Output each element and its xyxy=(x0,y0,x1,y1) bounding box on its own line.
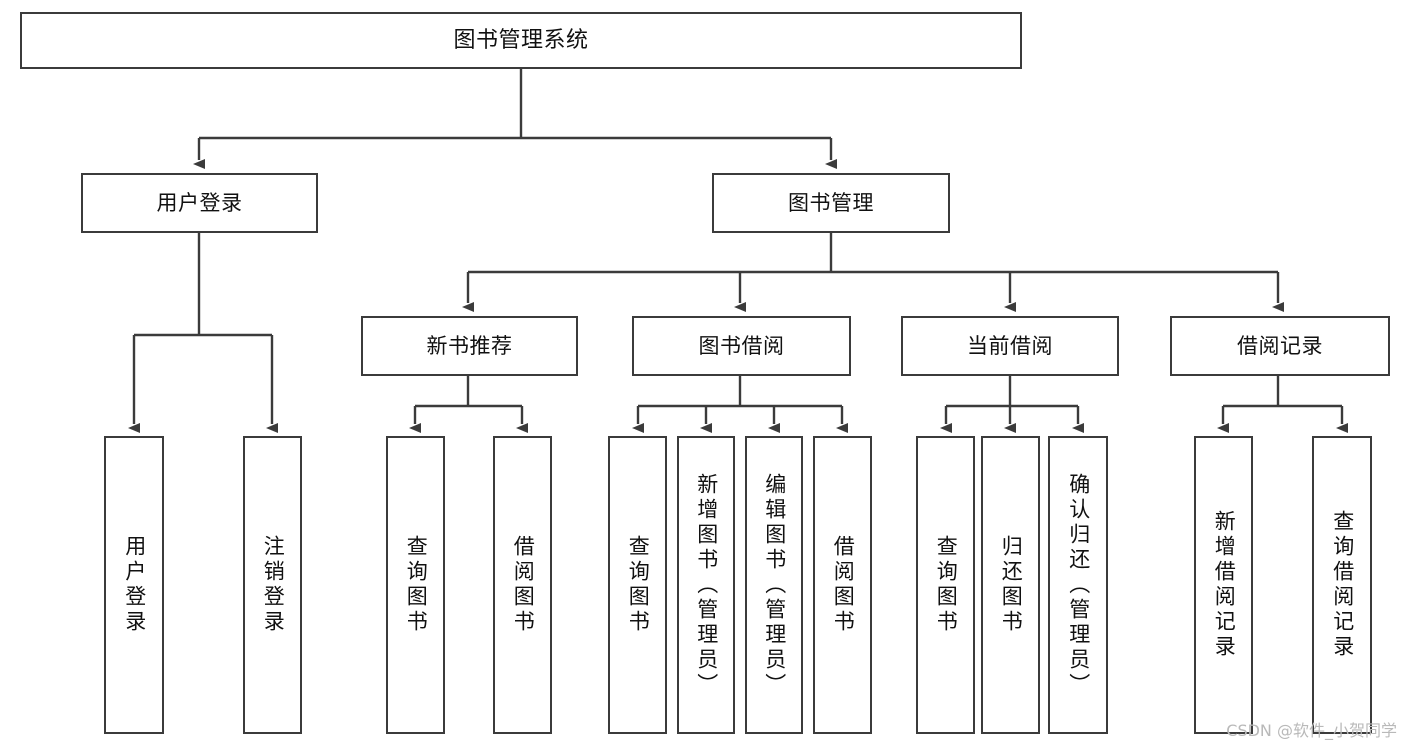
node-label: 新增图书（管理员） xyxy=(694,472,719,698)
leaf-book-borrow-edit[interactable]: 编辑图书（管理员） xyxy=(745,436,803,734)
node-label: 归还图书 xyxy=(999,535,1024,635)
node-user-login[interactable]: 用户登录 xyxy=(81,173,318,233)
node-label: 借阅记录 xyxy=(1237,333,1323,358)
node-label: 图书管理 xyxy=(788,190,874,215)
node-label: 图书借阅 xyxy=(698,333,785,358)
node-label: 注销登录 xyxy=(261,535,286,635)
leaf-user-login-logout[interactable]: 注销登录 xyxy=(243,436,302,734)
node-label: 借阅图书 xyxy=(831,535,856,635)
leaf-book-borrow-borrow[interactable]: 借阅图书 xyxy=(813,436,872,734)
node-label: 当前借阅 xyxy=(967,333,1053,358)
node-label: 查询图书 xyxy=(404,535,429,635)
leaf-borrow-record-add[interactable]: 新增借阅记录 xyxy=(1194,436,1253,734)
csdn-watermark: CSDN @软件_小贺同学 xyxy=(1226,721,1397,740)
node-borrow-record[interactable]: 借阅记录 xyxy=(1170,316,1390,376)
leaf-book-borrow-add[interactable]: 新增图书（管理员） xyxy=(677,436,735,734)
node-new-book-recommend[interactable]: 新书推荐 xyxy=(361,316,578,376)
leaf-current-borrow-search[interactable]: 查询图书 xyxy=(916,436,975,734)
leaf-current-borrow-confirm-return[interactable]: 确认归还（管理员） xyxy=(1048,436,1108,734)
leaf-book-borrow-search[interactable]: 查询图书 xyxy=(608,436,667,734)
node-label: 新书推荐 xyxy=(426,333,513,358)
node-label: 用户登录 xyxy=(156,190,243,215)
node-label: 查询图书 xyxy=(626,535,651,635)
node-book-borrow[interactable]: 图书借阅 xyxy=(632,316,851,376)
node-label: 图书管理系统 xyxy=(453,27,589,53)
node-label: 确认归还（管理员） xyxy=(1066,472,1091,698)
leaf-user-login-login[interactable]: 用户登录 xyxy=(104,436,164,734)
leaf-current-borrow-return[interactable]: 归还图书 xyxy=(981,436,1040,734)
node-label: 用户登录 xyxy=(122,535,147,635)
node-label: 新增借阅记录 xyxy=(1212,510,1237,660)
node-label: 查询图书 xyxy=(934,535,959,635)
node-label: 查询借阅记录 xyxy=(1330,510,1355,660)
leaf-new-book-borrow[interactable]: 借阅图书 xyxy=(493,436,552,734)
leaf-borrow-record-search[interactable]: 查询借阅记录 xyxy=(1312,436,1372,734)
node-root-system[interactable]: 图书管理系统 xyxy=(20,12,1022,69)
node-current-borrow[interactable]: 当前借阅 xyxy=(901,316,1119,376)
node-label: 编辑图书（管理员） xyxy=(762,472,787,698)
leaf-new-book-search[interactable]: 查询图书 xyxy=(386,436,445,734)
node-book-management[interactable]: 图书管理 xyxy=(712,173,950,233)
node-label: 借阅图书 xyxy=(511,535,536,635)
